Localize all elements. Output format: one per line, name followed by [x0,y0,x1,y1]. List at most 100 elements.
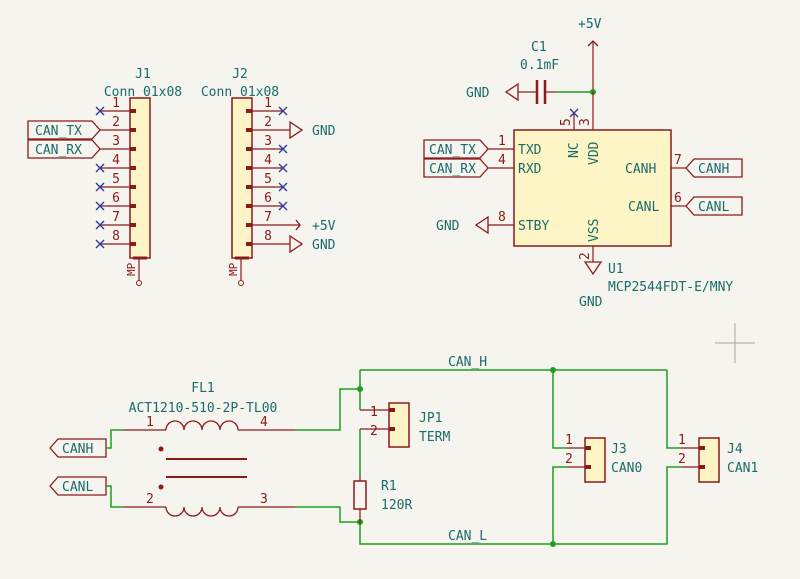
r1-ref: R1 [381,479,397,494]
u1-pin-number: 2 [578,252,593,260]
capacitor-c1[interactable]: C1 0.1mF [520,40,559,104]
j1-value: Conn_01x08 [104,85,182,100]
u1-pin-number: 7 [674,153,682,168]
j1-mp-label: MP [125,262,138,276]
c1-ref: C1 [531,40,547,55]
u1-pin-number: 5 [559,118,574,126]
fl1-pin-number: 4 [260,415,268,430]
u1-pin-rxd: RXD [518,162,542,177]
label-canl-u1[interactable]: CANL [685,196,743,216]
svg-text:+5V: +5V [312,219,336,234]
jp1-ref: JP1 [419,411,442,426]
fl1-value: ACT1210-510-2P-TL00 [129,401,278,416]
j2-ref: J2 [232,67,248,82]
label-text: CANH [698,162,729,177]
label-can-tx-u1[interactable]: CAN_TX [423,139,489,159]
svg-text:GND: GND [436,219,460,234]
j2-pin-number: 4 [264,153,272,168]
label-text: CAN_TX [429,143,476,158]
net-label-can-h: CAN_H [448,355,487,370]
j4-pin-number: 2 [678,452,686,467]
r1-value: 120R [381,498,412,513]
u1-pin-txd: TXD [518,143,542,158]
u1-pin-number: 6 [674,191,682,206]
svg-text:+5V: +5V [578,17,602,32]
j1-pin-number: 7 [112,210,120,225]
junction-dot [357,386,363,392]
u1-pin-number: 8 [498,210,506,225]
fl1-ref: FL1 [191,381,214,396]
label-canl-bus[interactable]: CANL [49,476,107,496]
label-text: CANL [698,200,729,215]
svg-text:GND: GND [579,295,603,310]
j3-pin-number: 2 [565,452,573,467]
junction-dot [550,541,556,547]
label-can-rx-j1[interactable]: CAN_RX [27,139,101,159]
j1-pin-number: 3 [112,134,120,149]
j4-body [698,437,720,483]
jumper-jp1[interactable]: 1 2 JP1 TERM [360,402,450,448]
svg-text:GND: GND [312,124,336,139]
j1-pin-number: 2 [112,115,120,130]
j2-mp-label: MP [227,262,240,276]
j1-pin-number: 5 [112,172,120,187]
j2-pin-number: 8 [264,229,272,244]
j2-body [231,97,253,259]
r1-body [353,480,367,510]
c1-value: 0.1mF [520,58,559,73]
u1-pin-canl: CANL [628,200,659,215]
j2-mp-pin-end [238,280,244,286]
j4-value: CAN1 [727,461,758,476]
jp1-value: TERM [419,430,450,445]
gnd-symbol-j2-pin8: GND [289,234,336,254]
resistor-r1[interactable]: R1 120R [353,475,412,524]
jp1-pin-number: 2 [370,424,378,439]
j1-mp-pin-end [136,280,142,286]
fl1-pin-number: 3 [260,492,268,507]
label-canh-u1[interactable]: CANH [685,158,743,178]
label-text: CAN_RX [429,162,476,177]
bus-wires [106,369,682,545]
u1-value: MCP2544FDT-E/MNY [608,280,733,295]
label-can-tx-j1[interactable]: CAN_TX [27,120,101,140]
vcc-symbol-top: +5V [578,17,602,92]
u1-pin-stby: STBY [518,219,549,234]
j3-ref: J3 [611,442,627,457]
j2-pin-number: 2 [264,115,272,130]
junction-dot [550,367,556,373]
u1-ref: U1 [608,262,624,277]
connector-j4[interactable]: 1 2 J4 CAN1 [678,433,758,483]
j1-ref: J1 [135,67,151,82]
gnd-symbol-vss: GND [579,261,603,310]
gnd-symbol-c1: GND [466,82,526,102]
label-text: CAN_TX [35,124,82,139]
u1-pin-number: 4 [498,153,506,168]
j1-pin-number: 8 [112,229,120,244]
jp1-body [388,402,410,448]
j1-pin-number: 1 [112,96,120,111]
j4-pin-number: 1 [678,433,686,448]
u1-pin-canh: CANH [625,162,656,177]
label-text: CAN_RX [35,143,82,158]
u1-pin-vss: VSS [587,219,602,242]
fl1-pin-number: 1 [146,415,154,430]
svg-text:GND: GND [312,238,336,253]
connector-j2[interactable]: J2 Conn_01x08 1 2 3 4 5 6 7 8 MP [201,67,290,286]
label-canh-bus[interactable]: CANH [49,438,107,458]
connector-j3[interactable]: 1 2 J3 CAN0 [565,433,642,483]
u1-pin-number: 1 [498,134,506,149]
j2-pin-number: 3 [264,134,272,149]
j1-pin-number: 4 [112,153,120,168]
fl1-pin-number: 2 [146,492,154,507]
u1-pin-number: 3 [578,118,593,126]
j1-pin-number: 6 [112,191,120,206]
choke-fl1[interactable]: FL1 ACT1210-510-2P-TL00 1 2 3 4 [124,381,295,517]
j2-pin-number: 7 [264,210,272,225]
connector-j1[interactable]: J1 Conn_01x08 1 2 3 4 5 6 7 8 [95,67,182,286]
ic-u1[interactable]: TXD RXD STBY CANH CANL NC VDD VSS 1 4 8 … [488,92,733,295]
label-text: CANH [62,442,93,457]
label-can-rx-u1[interactable]: CAN_RX [423,158,489,178]
j2-pin-number: 1 [264,96,272,111]
jp1-pin-number: 1 [370,405,378,420]
